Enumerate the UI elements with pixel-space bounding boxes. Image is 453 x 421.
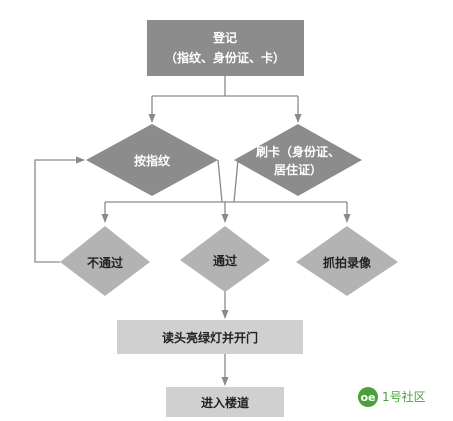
capture-video-label: 抓拍录像 xyxy=(323,255,372,270)
connector-card-down xyxy=(233,159,239,203)
watermark-logo-mark xyxy=(358,387,378,407)
press-fingerprint-label: 按指纹 xyxy=(134,153,171,168)
swipe-card-diamond xyxy=(234,124,362,196)
enter-building-box xyxy=(166,387,284,417)
connector-lines xyxy=(34,76,351,386)
reader-light-box xyxy=(117,320,303,354)
pass-diamond xyxy=(180,226,270,292)
watermark-logo: oe 1号社区 xyxy=(358,387,426,407)
register-box xyxy=(147,20,304,76)
enter-building-label: 进入楼道 xyxy=(201,395,249,410)
pass-label: 通过 xyxy=(213,253,237,268)
reader-light-label: 读头亮绿灯并开门 xyxy=(162,330,258,345)
register-subtitle: （指纹、身份证、卡） xyxy=(165,50,285,65)
fail-diamond xyxy=(60,226,150,296)
swipe-card-label-line2: 居住证） xyxy=(274,162,322,177)
fail-label: 不通过 xyxy=(87,255,123,270)
press-fingerprint-diamond xyxy=(86,124,218,196)
loop-fail-to-fingerprint xyxy=(34,156,85,263)
watermark-text: 1号社区 xyxy=(382,389,426,404)
watermark-logo-mark-text: oe xyxy=(360,391,375,404)
connector-fingerprint-down xyxy=(217,159,223,203)
swipe-card-label-line1: 刷卡（身份证、 xyxy=(256,144,340,159)
capture-video-diamond xyxy=(296,226,398,296)
register-title: 登记 xyxy=(212,30,237,45)
